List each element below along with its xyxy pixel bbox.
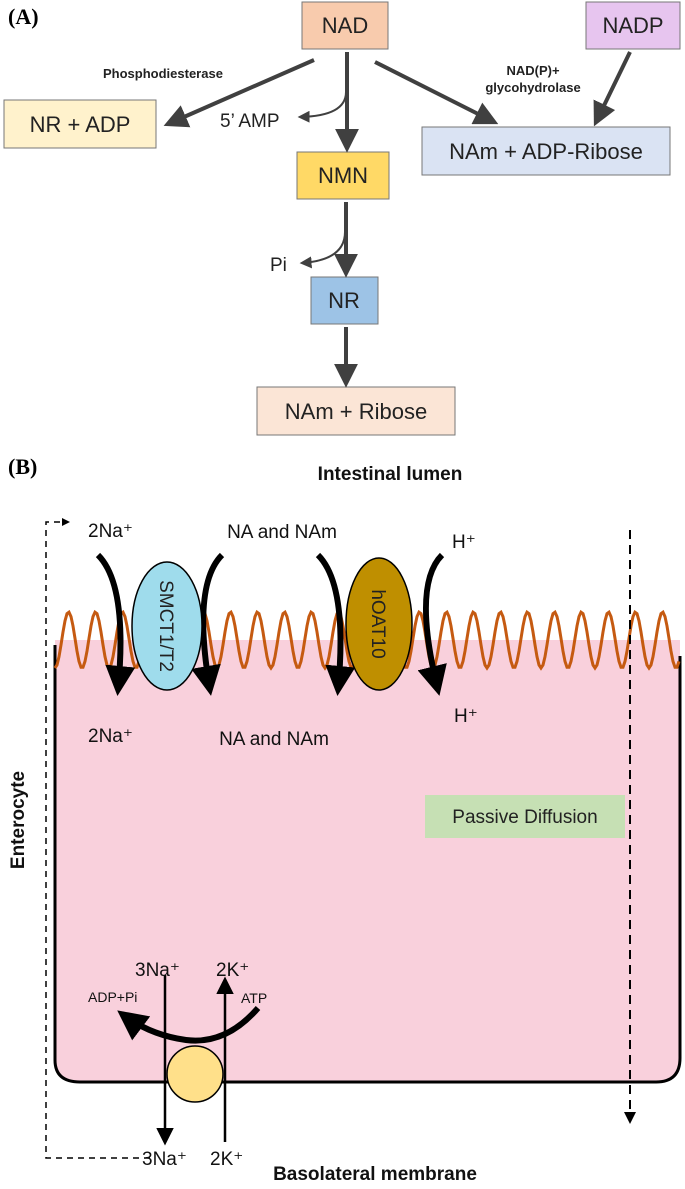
k2-inside-label: 2K⁺ (216, 960, 249, 981)
enterocyte-label: Enterocyte (8, 771, 29, 869)
nam-adpribose-box: NAm + ADP-Ribose (421, 126, 671, 176)
smct-na-nam-curve-arrow (191, 552, 225, 696)
na-nam-top-label: NA and NAm (227, 522, 337, 543)
na3-inside-label: 3Na⁺ (135, 960, 180, 981)
hoat-h-curve-arrow (417, 552, 447, 696)
passive-diffusion-arrowhead (624, 1112, 636, 1124)
atp-label: ATP (241, 990, 267, 1006)
na3-outside-label: 3Na⁺ (142, 1149, 187, 1170)
hoat10-transporter (345, 557, 413, 691)
pi-label: Pi (270, 255, 287, 276)
hoat-na-nam-curve-arrow (315, 552, 356, 696)
nadp-box-rect (585, 1, 681, 50)
na-bottom-label: 2Na⁺ (88, 726, 133, 747)
nr-adp-box-rect (3, 99, 157, 149)
nad-box-rect (301, 1, 389, 50)
nmn-box: NMN (296, 151, 390, 200)
basolateral-membrane-label: Basolateral membrane (273, 1164, 477, 1185)
h-top-label: H⁺ (452, 532, 476, 553)
arrow-nadp-to-nam-adpribose (593, 51, 632, 127)
panel-b: (B) Intestinal lumen Enterocyte Basolate… (8, 454, 682, 1185)
passive-diffusion-box (425, 795, 625, 838)
na-k-atpase-pump (166, 1045, 224, 1103)
passive-diffusion-label: Passive Diffusion (452, 807, 597, 828)
arrow-to-pi (299, 231, 346, 269)
nr-adp-box: NR + ADP (3, 99, 157, 149)
cell-membrane-outline (53, 645, 682, 1084)
h-bottom-label: H⁺ (454, 706, 478, 727)
smct-na-curve-arrow (95, 552, 136, 696)
nr-label: NR (328, 288, 360, 313)
five-amp-label: 5’ AMP (220, 111, 280, 132)
nmn-label: NMN (318, 163, 368, 188)
hoat10-label: hOAT10 (367, 589, 388, 658)
arrow-nad-to-nr-adp (163, 58, 315, 128)
panel-a-label: (A) (8, 4, 39, 29)
nam-adpribose-box-rect (421, 126, 671, 176)
atp-hydrolysis-curve-arrow (117, 1006, 261, 1044)
na-recycle-arrowhead (62, 518, 70, 526)
panel-a: (A) NAD NADP NR + ADP NAm + ADP-Ribose N… (3, 1, 681, 436)
nadp-box: NADP (585, 1, 681, 50)
smct1-t2-label: SMCT1/T2 (155, 580, 176, 672)
enterocyte-cell-body (55, 640, 680, 1082)
nad-label: NAD (322, 13, 368, 38)
nam-ribose-box: NAm + Ribose (256, 386, 456, 436)
panel-b-label: (B) (8, 454, 37, 479)
nam-ribose-label: NAm + Ribose (285, 399, 427, 424)
smct1-t2-transporter (131, 561, 203, 691)
na-top-label: 2Na⁺ (88, 521, 133, 542)
nmn-box-rect (296, 151, 390, 200)
k2-outside-label: 2K⁺ (210, 1149, 243, 1170)
nr-box: NR (310, 276, 379, 325)
intestinal-lumen-label: Intestinal lumen (318, 464, 463, 485)
nad-box: NAD (301, 1, 389, 50)
na-recycle-dashed-line (45, 521, 150, 1159)
glycohydrolase-line1: NAD(P)+ (506, 63, 559, 78)
glycohydrolase-line2: glycohydrolase (485, 80, 580, 95)
nr-adp-label: NR + ADP (30, 112, 131, 137)
arrow-nad-to-nam-adpribose (374, 60, 499, 125)
nr-box-rect (310, 276, 379, 325)
arrow-to-5-amp (297, 91, 347, 123)
phosphodiesterase-label: Phosphodiesterase (103, 66, 223, 81)
na-nam-bottom-label: NA and NAm (219, 729, 329, 750)
nam-ribose-box-rect (256, 386, 456, 436)
adp-pi-label: ADP+Pi (88, 989, 137, 1005)
nam-adpribose-label: NAm + ADP-Ribose (449, 139, 643, 164)
nadp-label: NADP (602, 13, 663, 38)
